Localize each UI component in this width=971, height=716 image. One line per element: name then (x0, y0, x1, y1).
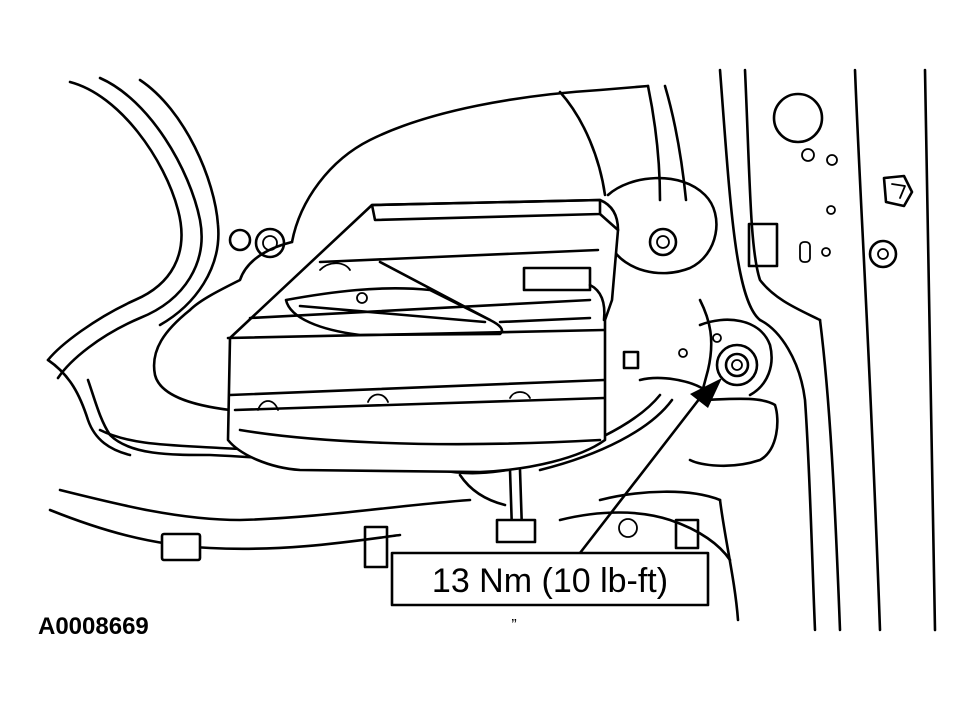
callout-leader-arrow (578, 378, 722, 555)
torque-callout-text: 13 Nm (10 lb-ft) (432, 562, 668, 600)
lower-door-body (48, 488, 740, 622)
regulator-bracket (606, 176, 779, 468)
door-frame-outline (152, 84, 688, 412)
door-inner-panel-curves (46, 76, 220, 457)
torque-bolt-icon (678, 333, 759, 387)
figure-id: A0008669 (38, 613, 149, 640)
mount-nut-left (228, 227, 286, 259)
b-pillar (718, 68, 937, 632)
arrowhead-icon (690, 378, 722, 408)
door-module-housing (226, 198, 620, 474)
small-mark: ” (511, 617, 516, 634)
torque-callout: 13 Nm (10 lb-ft) (390, 551, 710, 607)
